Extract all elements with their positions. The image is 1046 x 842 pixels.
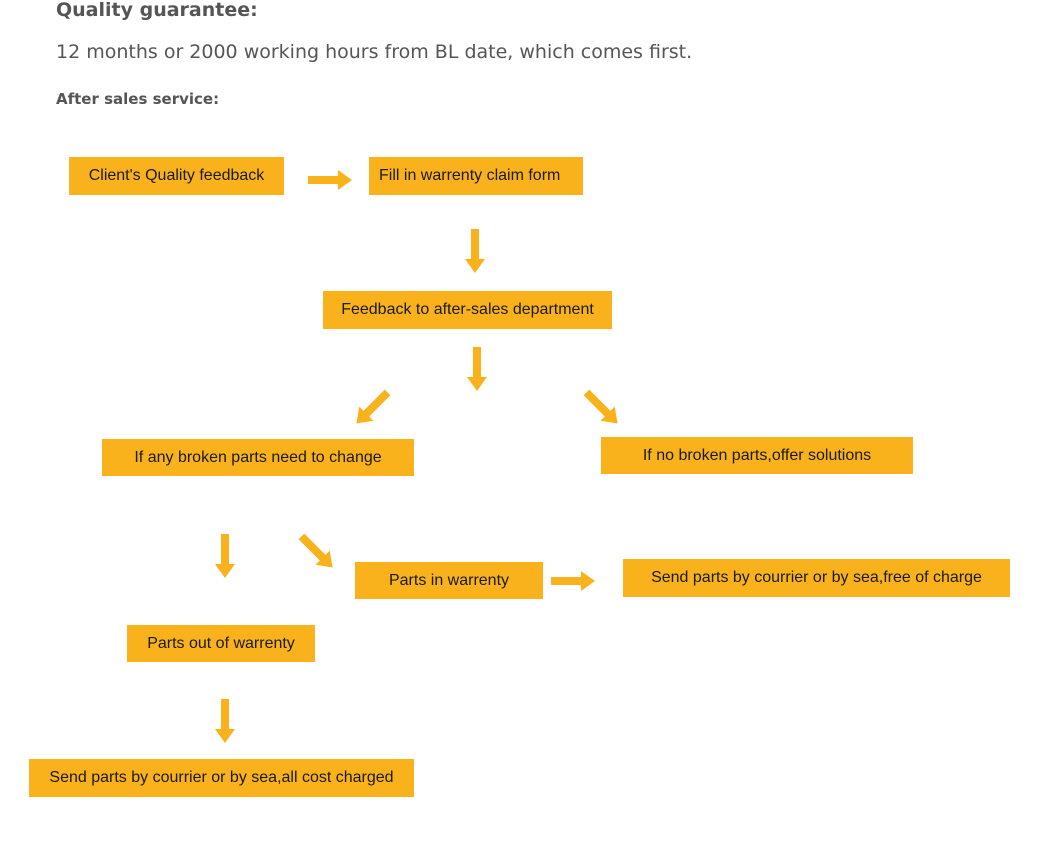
arrow-icon: [215, 699, 235, 743]
quality-guarantee-heading: Quality guarantee:: [56, 0, 258, 21]
arrow-icon: [467, 347, 487, 391]
arrow-icon: [298, 533, 333, 568]
parts-out-warranty-box: Parts out of warrenty: [127, 625, 315, 662]
parts-in-warranty-box: Parts in warrenty: [355, 562, 543, 599]
quality-guarantee-text: 12 months or 2000 working hours from BL …: [56, 41, 693, 63]
arrow-icon: [551, 571, 595, 591]
fill-claim-form-box: Fill in warrenty claim form: [369, 157, 583, 195]
after-sales-heading: After sales service:: [56, 90, 220, 108]
send-free-box: Send parts by courrier or by sea,free of…: [623, 559, 1010, 597]
feedback-department-box: Feedback to after-sales department: [323, 291, 612, 329]
no-broken-parts-box: If no broken parts,offer solutions: [601, 437, 913, 474]
arrow-icon: [215, 534, 235, 578]
client-feedback-box: Client's Quality feedback: [69, 157, 284, 195]
arrow-icon: [356, 389, 391, 424]
arrow-icon: [308, 170, 352, 190]
arrow-icon: [583, 389, 618, 424]
broken-parts-change-box: If any broken parts need to change: [102, 439, 414, 476]
arrow-icon: [465, 229, 485, 273]
send-charged-box: Send parts by courrier or by sea,all cos…: [29, 759, 414, 797]
